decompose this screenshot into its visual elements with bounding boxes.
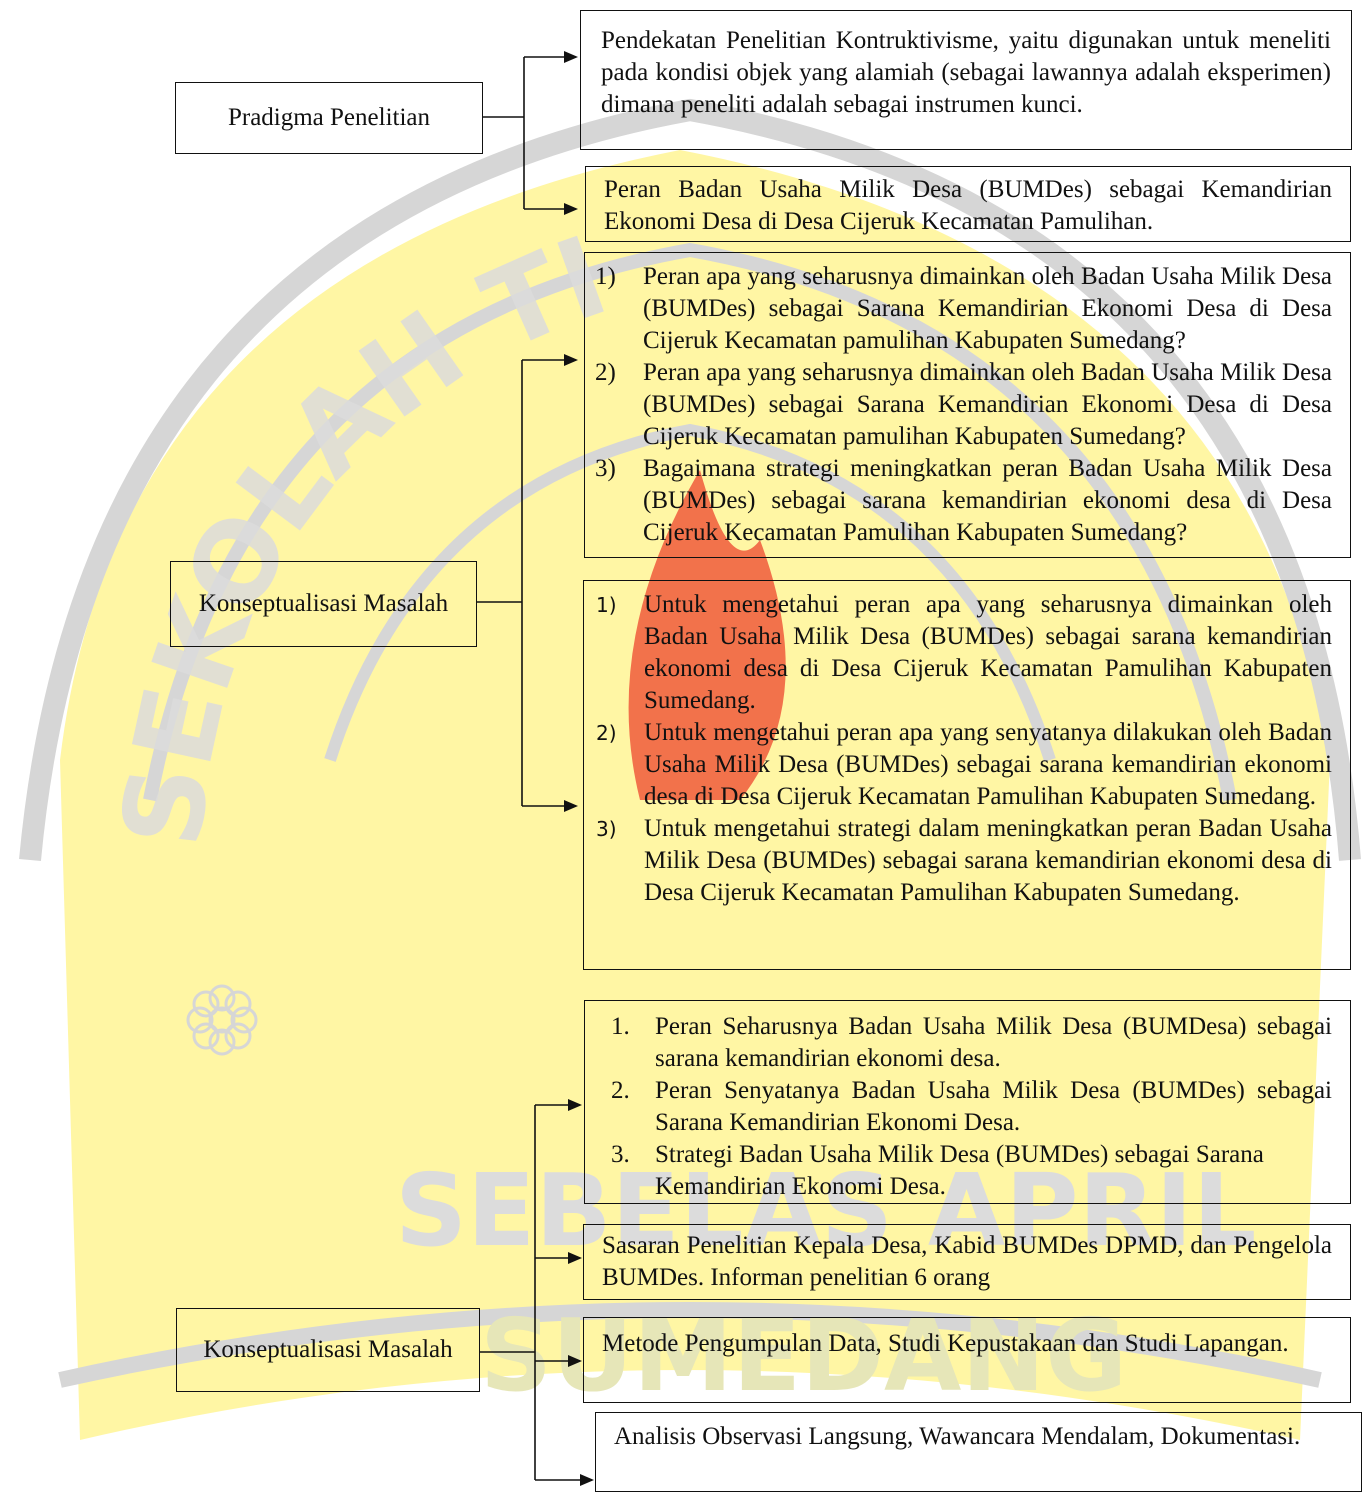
rumusan-item: 2) Peran apa yang seharusnya dimainkan o… <box>595 357 1332 453</box>
tujuan-item: 3) Untuk mengetahui strategi dalam menin… <box>596 813 1332 909</box>
tujuan-item-text: Untuk mengetahui strategi dalam meningka… <box>644 815 1332 906</box>
rumusan-item-text: Bagaimana strategi meningkatkan peran Ba… <box>643 455 1332 546</box>
rumusan-item-number: 3) <box>595 455 616 482</box>
tujuan-item: 2) Untuk mengetahui peran apa yang senya… <box>596 717 1332 813</box>
tujuan-item-number: 2) <box>596 721 617 745</box>
paradigma-label-box: Pradigma Penelitian <box>175 82 483 154</box>
metode-box: Metode Pengumpulan Data, Studi Kepustaka… <box>583 1317 1351 1403</box>
fokus-item: 1. Peran Seharusnya Badan Usaha Milik De… <box>611 1011 1332 1075</box>
watermark-flame <box>628 470 786 800</box>
tujuan-list: 1) Untuk mengetahui peran apa yang sehar… <box>596 589 1332 909</box>
svg-text:SUMEDANG: SUMEDANG <box>480 1297 1127 1414</box>
peran-box: Peran Badan Usaha Milik Desa (BUMDes) se… <box>585 166 1351 242</box>
konseptualisasi-label-box-1: Konseptualisasi Masalah <box>170 561 477 647</box>
fokus-box: 1. Peran Seharusnya Badan Usaha Milik De… <box>584 1000 1351 1204</box>
svg-text:SEBELAS APRIL: SEBELAS APRIL <box>395 1152 1256 1269</box>
tujuan-item-text: Untuk mengetahui peran apa yang seharusn… <box>644 591 1332 714</box>
peran-text: Peran Badan Usaha Milik Desa (BUMDes) se… <box>604 176 1332 235</box>
watermark-flower <box>186 984 258 1056</box>
fokus-item-text: Strategi Badan Usaha Milik Desa (BUMDes)… <box>655 1141 1264 1200</box>
analisis-text: Analisis Observasi Langsung, Wawancara M… <box>614 1423 1301 1450</box>
rumusan-list: 1) Peran apa yang seharusnya dimainkan o… <box>595 261 1332 549</box>
rumusan-item-text: Peran apa yang seharusnya dimainkan oleh… <box>643 359 1332 450</box>
pendekatan-text: Pendekatan Penelitian Kontruktivisme, ya… <box>601 27 1331 118</box>
fokus-item-number: 3. <box>611 1141 630 1168</box>
tujuan-box: 1) Untuk mengetahui peran apa yang sehar… <box>583 580 1351 970</box>
tujuan-item-number: 1) <box>596 593 617 617</box>
tujuan-item-number: 3) <box>596 817 617 841</box>
fokus-item: 3. Strategi Badan Usaha Milik Desa (BUMD… <box>611 1139 1332 1203</box>
rumusan-item: 3) Bagaimana strategi meningkatkan peran… <box>595 453 1332 549</box>
fokus-item-text: Peran Senyatanya Badan Usaha Milik Desa … <box>655 1077 1332 1136</box>
tujuan-item: 1) Untuk mengetahui peran apa yang sehar… <box>596 589 1332 717</box>
rumusan-item-text: Peran apa yang seharusnya dimainkan oleh… <box>643 263 1332 354</box>
tujuan-item-text: Untuk mengetahui peran apa yang senyatan… <box>644 719 1332 810</box>
sasaran-box: Sasaran Penelitian Kepala Desa, Kabid BU… <box>583 1224 1351 1300</box>
konseptualisasi-label-1: Konseptualisasi Masalah <box>198 590 449 617</box>
metode-text: Metode Pengumpulan Data, Studi Kepustaka… <box>602 1330 1289 1357</box>
rumusan-item-number: 1) <box>595 263 616 290</box>
fokus-list: 1. Peran Seharusnya Badan Usaha Milik De… <box>611 1011 1332 1203</box>
paradigma-label: Pradigma Penelitian <box>227 104 431 131</box>
pendekatan-box: Pendekatan Penelitian Kontruktivisme, ya… <box>580 10 1352 150</box>
rumusan-item-number: 2) <box>595 359 616 386</box>
fokus-item-text: Peran Seharusnya Badan Usaha Milik Desa … <box>655 1013 1332 1072</box>
sasaran-text: Sasaran Penelitian Kepala Desa, Kabid BU… <box>602 1232 1332 1291</box>
fokus-item: 2. Peran Senyatanya Badan Usaha Milik De… <box>611 1075 1332 1139</box>
konseptualisasi-label-2: Konseptualisasi Masalah <box>203 1336 453 1363</box>
rumusan-item: 1) Peran apa yang seharusnya dimainkan o… <box>595 261 1332 357</box>
fokus-item-number: 1. <box>611 1013 630 1040</box>
analisis-box: Analisis Observasi Langsung, Wawancara M… <box>595 1412 1362 1492</box>
rumusan-box: 1) Peran apa yang seharusnya dimainkan o… <box>584 252 1351 558</box>
konseptualisasi-label-box-2: Konseptualisasi Masalah <box>176 1308 480 1392</box>
fokus-item-number: 2. <box>611 1077 630 1104</box>
